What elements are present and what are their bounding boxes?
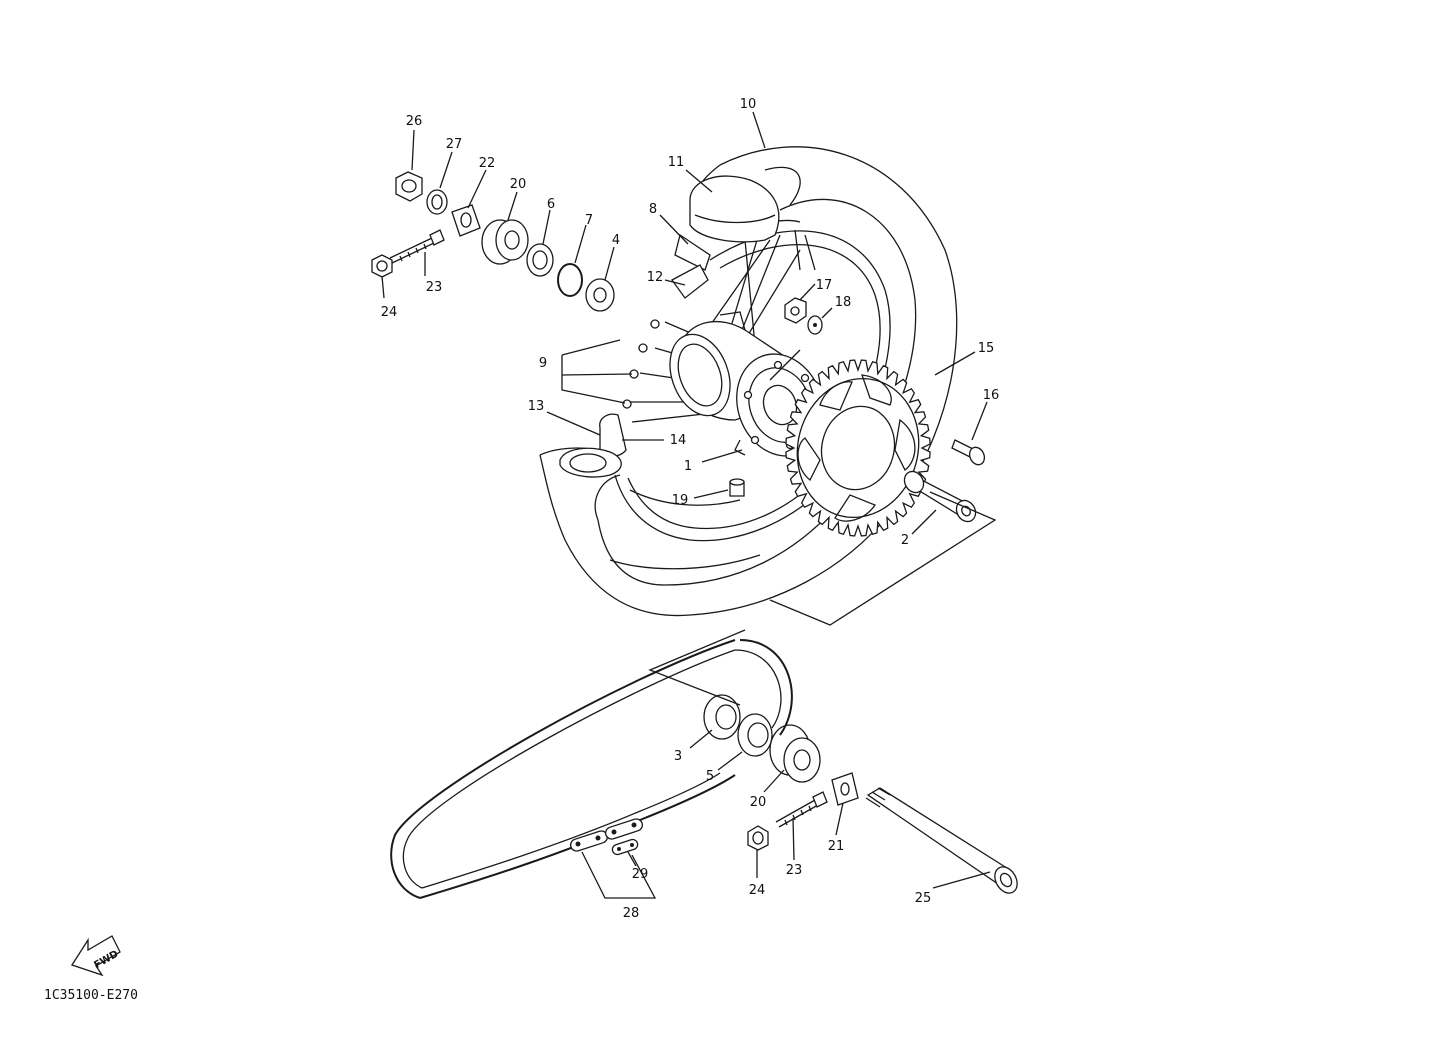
callout-24-right: 24	[749, 883, 766, 898]
small-parts-hub	[729, 297, 823, 497]
rim-lock	[559, 413, 627, 478]
collar	[903, 470, 977, 523]
callout-25: 25	[915, 891, 932, 906]
spoke-nipples	[622, 319, 660, 409]
callout-22: 22	[479, 156, 496, 171]
assembly-lines	[561, 339, 997, 706]
callout-16: 16	[983, 388, 1000, 403]
callout-4: 4	[612, 233, 620, 248]
callout-labels: 1 2 3 4 5 6 7 8 9 10 11 12 13 14 15 16 1…	[381, 97, 1000, 921]
callout-28: 28	[623, 906, 640, 921]
callout-10: 10	[740, 97, 757, 112]
callout-2: 2	[901, 533, 909, 548]
callout-12: 12	[647, 270, 664, 285]
callout-15: 15	[978, 341, 995, 356]
callout-20-left: 20	[510, 177, 527, 192]
callout-17: 17	[816, 278, 833, 293]
callout-18: 18	[835, 295, 852, 310]
callout-8: 8	[649, 202, 657, 217]
sprocket-bolt	[951, 439, 986, 466]
callout-23-left: 23	[426, 280, 443, 295]
diagram-code: 1C35100-E270	[44, 988, 138, 1003]
fwd-arrow-icon: FWD	[71, 935, 121, 977]
drive-chain	[390, 639, 793, 899]
callout-5: 5	[706, 769, 714, 784]
callout-7: 7	[585, 213, 593, 228]
callout-9: 9	[539, 356, 547, 371]
callout-11: 11	[668, 155, 685, 170]
leader-lines	[381, 111, 991, 899]
left-axle-parts	[371, 171, 615, 312]
callout-19: 19	[672, 493, 689, 508]
sprocket	[785, 359, 931, 537]
callout-3: 3	[674, 749, 682, 764]
callout-6: 6	[547, 197, 555, 212]
callout-24-left: 24	[381, 305, 398, 320]
callout-20-right: 20	[750, 795, 767, 810]
tube-valve-assembly	[671, 175, 780, 299]
hub	[669, 311, 824, 457]
callout-26: 26	[406, 114, 423, 129]
callout-14: 14	[670, 433, 687, 448]
callout-23-right: 23	[786, 863, 803, 878]
callout-1: 1	[684, 459, 692, 474]
callout-27: 27	[446, 137, 463, 152]
master-link-chain	[569, 818, 644, 856]
right-axle-parts	[703, 694, 1018, 894]
callout-21: 21	[828, 839, 845, 854]
callout-29: 29	[632, 867, 649, 882]
callout-13: 13	[528, 399, 545, 414]
